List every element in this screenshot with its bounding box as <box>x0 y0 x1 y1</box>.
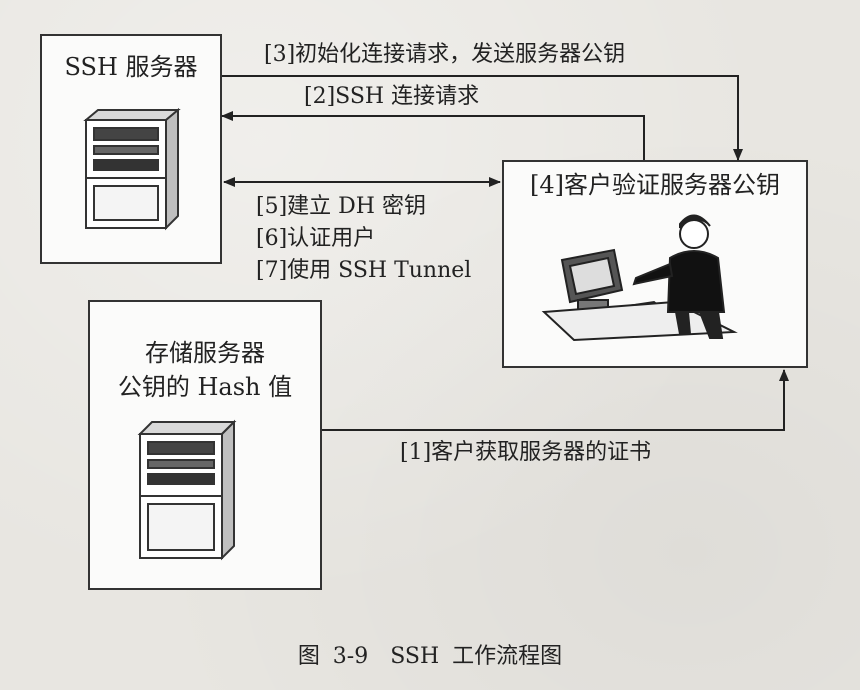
edge-label-7: [7]使用 SSH Tunnel <box>256 258 472 283</box>
server-icon <box>137 419 237 561</box>
edge-label-1: [1]客户获取服务器的证书 <box>400 440 652 465</box>
edge-label-5: [5]建立 DH 密钥 <box>256 194 426 219</box>
arrow-3 <box>222 75 743 161</box>
key-store-title-line1: 存储服务器 <box>145 339 265 367</box>
ssh-server-box: SSH 服务器 <box>40 34 222 264</box>
key-store-box: 存储服务器 公钥的 Hash 值 <box>88 300 322 590</box>
arrow-1 <box>322 369 789 431</box>
figure-caption: 图 3-9 SSH 工作流程图 <box>297 644 563 669</box>
edge-label-2: [2]SSH 连接请求 <box>304 84 480 109</box>
ssh-server-title: SSH 服务器 <box>64 53 198 81</box>
client-box: [4]客户验证服务器公钥 <box>502 160 808 368</box>
key-store-title-line2: 公钥的 Hash 值 <box>117 373 293 401</box>
arrow-2 <box>221 111 645 160</box>
edge-label-6: [6]认证用户 <box>256 226 376 251</box>
client-title: [4]客户验证服务器公钥 <box>530 171 780 199</box>
user-at-computer-icon <box>541 214 738 342</box>
server-icon <box>83 107 181 231</box>
edge-label-3: [3]初始化连接请求，发送服务器公钥 <box>264 42 626 67</box>
